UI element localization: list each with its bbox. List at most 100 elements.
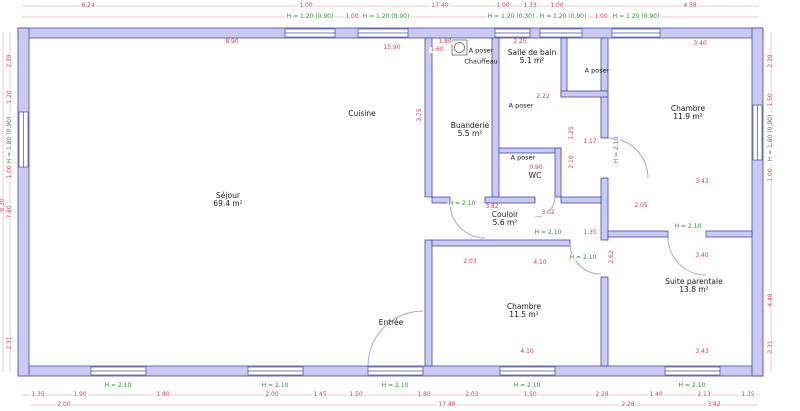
dimension-label: 2.05	[633, 201, 649, 210]
dimension-label: 1.45	[312, 390, 328, 399]
height-label: H = 2.10	[447, 199, 477, 208]
room-name: Séjour	[216, 191, 240, 201]
room-area: 5.6 m²	[492, 218, 518, 227]
window	[247, 366, 304, 376]
dimension-label: 2.31	[5, 335, 14, 351]
room-name: Suite parentale	[665, 277, 723, 287]
dimension-label: 1.00	[298, 1, 314, 10]
height-label: H = 2.10	[512, 381, 542, 390]
dimension-label: 1.50	[522, 390, 538, 399]
dimension-label: 1.80	[155, 390, 171, 399]
dimension-label: 8.30	[0, 197, 7, 213]
dimension-label: 3.40	[692, 39, 708, 48]
window	[357, 28, 409, 38]
height-label: H = 2.10	[380, 381, 410, 390]
dimension-label: 17.40	[430, 1, 450, 10]
dimension-label: 17.40	[437, 400, 457, 409]
room-label: WC	[529, 172, 542, 180]
wall-suite-divider-1	[607, 230, 669, 238]
dimension-label: 3.82	[484, 202, 500, 211]
height-label: H = 2.10	[612, 135, 621, 165]
dimension-label: 1.25	[567, 125, 576, 141]
dimension-label: 2.10	[567, 154, 576, 170]
dimension-label: 2.25	[512, 37, 528, 46]
height-label: H = 1.20 (0.90)	[538, 12, 588, 21]
room-name: Cuisine	[348, 109, 376, 119]
annotation-label: Chauffeau	[464, 57, 498, 66]
room-area: 11.5 m²	[509, 310, 539, 319]
height-label: H = 2.10	[260, 381, 290, 390]
window	[664, 366, 721, 376]
room-label: Cuisine	[348, 110, 375, 118]
window	[752, 104, 763, 161]
dimension-label: 0.90	[528, 163, 544, 172]
dimension-label: 4.10	[519, 347, 535, 356]
window	[284, 28, 336, 38]
dimension-label: 2.00	[264, 390, 280, 399]
height-label: H = 1.80 (0.90)	[5, 115, 14, 165]
dimension-label: 3.43	[694, 177, 710, 186]
dimension-label: 1.40	[648, 390, 664, 399]
dimension-label: 15.90	[382, 43, 402, 52]
wall-sdb-nook-h	[560, 90, 609, 98]
wall-sejour-divider-top	[424, 37, 433, 198]
dimension-label: 2.03	[464, 390, 480, 399]
dimension-label: 3.40	[694, 251, 710, 260]
wall-couloir-top-2	[484, 196, 536, 204]
dimension-label: 8.90	[224, 37, 240, 46]
room-area: 13.8 m²	[679, 285, 709, 294]
window	[494, 28, 531, 38]
dimension-label: 4.48	[766, 292, 775, 308]
dimension-label: 2.22	[535, 92, 551, 101]
dimension-label: 1.17	[582, 137, 598, 146]
window	[499, 366, 556, 376]
window	[90, 366, 147, 376]
annotation-label: A poser	[584, 66, 610, 75]
dimension-label: 6.24	[80, 1, 96, 10]
dimension-label: 1.00	[5, 164, 14, 180]
dimension-label: 3.43	[694, 347, 710, 356]
window	[539, 28, 583, 38]
room-area: 69.4 m²	[213, 199, 243, 208]
dimension-label: 1.00	[593, 12, 609, 21]
door-arc-suite	[667, 236, 707, 276]
dimension-label: 1.35	[30, 390, 46, 399]
wall-right-divider-b	[600, 177, 609, 241]
wall-couloir-top-3	[560, 196, 602, 204]
windows	[18, 28, 763, 376]
dimension-label: 3.02	[540, 208, 556, 217]
door-arc-couloir-1	[449, 202, 486, 239]
annotation-label: A poser	[508, 101, 534, 110]
dimension-label: 1.35	[582, 228, 598, 237]
dimension-label: 1.35	[740, 390, 756, 399]
dimension-label: 2.62	[607, 249, 616, 265]
dimension-label: 2.31	[766, 339, 775, 355]
dimension-label: 1.00	[495, 1, 511, 10]
dimension-label: 2.28	[620, 400, 636, 409]
dimension-label: 2.03	[462, 257, 478, 266]
dimension-label: 1.00	[549, 1, 565, 10]
dimension-label: 4.10	[532, 258, 548, 267]
window	[611, 28, 661, 38]
dimension-label: 7.80	[5, 204, 14, 220]
wall-couloir-top-1	[431, 196, 451, 204]
dimension-label: 2.13	[696, 390, 712, 399]
room-name: Chambre	[670, 104, 706, 114]
dimension-label: 1.50	[348, 390, 364, 399]
wall-right-divider-a	[600, 37, 609, 139]
dimension-label: 1.00	[344, 12, 360, 21]
dimension-label: 3.42	[706, 400, 722, 409]
height-label: H = 1.20 (0.90)	[611, 12, 661, 21]
room-label: Entrée	[379, 319, 404, 327]
chauffeau-symbol	[451, 39, 468, 56]
door-arc-entree	[367, 310, 424, 367]
dimension-label: 1.80	[416, 390, 432, 399]
dimension-label: 2.39	[5, 53, 14, 69]
dimension-label: 3.75	[415, 107, 424, 123]
